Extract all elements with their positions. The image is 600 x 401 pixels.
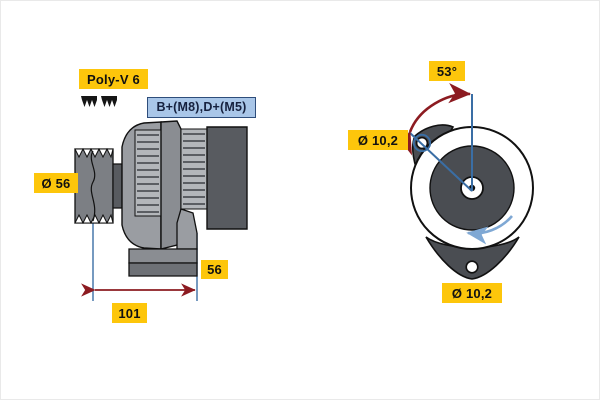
mounting-foot <box>128 248 198 277</box>
label-hole-bottom-text: Ø 10,2 <box>451 285 493 301</box>
pulley-break-line <box>90 150 96 222</box>
label-pulley-diameter-text: Ø 56 <box>41 175 71 191</box>
label-terminals: B+(M8),D+(M5) <box>147 97 256 118</box>
pulley-group <box>74 147 123 225</box>
alternator-side-view <box>74 120 248 301</box>
cooling-fins-rear <box>180 128 208 210</box>
label-body-depth-text: 56 <box>207 262 222 277</box>
label-mount-angle: 53° <box>429 61 465 81</box>
label-hole-bottom: Ø 10,2 <box>442 283 502 303</box>
label-overall-length: 101 <box>112 303 147 323</box>
rotation-direction-arrow <box>466 215 513 245</box>
pulley-collar <box>112 163 123 209</box>
label-poly-v: Poly-V 6 <box>79 69 148 89</box>
label-poly-v-text: Poly-V 6 <box>87 71 140 87</box>
mounting-hole-bottom <box>465 260 479 274</box>
label-body-depth: 56 <box>201 260 228 279</box>
label-hole-top-text: Ø 10,2 <box>357 132 399 148</box>
label-terminals-text: B+(M8),D+(M5) <box>156 100 247 115</box>
pulley-grooves-top <box>74 147 114 159</box>
label-pulley-diameter: Ø 56 <box>34 173 78 193</box>
rear-cover <box>206 126 248 230</box>
label-hole-top: Ø 10,2 <box>348 130 408 150</box>
angle-arc-53 <box>393 82 472 156</box>
rear-housing-shoulder <box>176 208 198 250</box>
pulley-body <box>74 148 114 224</box>
label-mount-angle-text: 53° <box>436 63 458 79</box>
poly-v-belt-profile-icon <box>81 96 117 107</box>
cooling-fins-front <box>134 129 162 217</box>
alternator-front-view <box>393 82 534 280</box>
label-overall-length-text: 101 <box>118 305 141 321</box>
